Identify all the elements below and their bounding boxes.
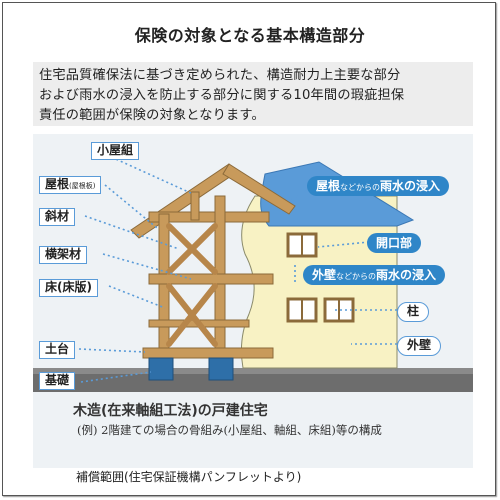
- label-text: 小屋組: [97, 143, 134, 157]
- source-note: 補償範囲(住宅保証機構パンフレットより): [76, 470, 302, 484]
- label-okakezai: 横架材: [39, 246, 88, 264]
- label-text: 屋根: [45, 177, 70, 191]
- label-text: 開口部: [376, 236, 413, 250]
- label-roof: 屋根(屋根板): [39, 176, 102, 194]
- label-text: 外壁: [312, 268, 337, 282]
- label-subtext: (屋根板): [69, 182, 96, 190]
- label-text: 外壁: [407, 338, 432, 352]
- label-koyagumi: 小屋組: [91, 142, 140, 160]
- label-text: 床(床版): [45, 280, 92, 294]
- page-title: 保険の対象となる基本構造部分: [134, 26, 366, 45]
- label-text: 雨水の浸入: [380, 179, 441, 193]
- figure-frame: [2, 2, 496, 496]
- label-text: 斜材: [45, 209, 70, 223]
- ground-top: [33, 368, 473, 374]
- house-illustration: [33, 150, 473, 392]
- label-dodai: 土台: [39, 341, 76, 359]
- house-diagram: 小屋組 屋根(屋根板) 斜材 横架材 床(床版) 土台 基礎 屋根などからの雨水…: [33, 134, 473, 468]
- description-line: 住宅品質確保法に基づき定められた、構造耐力上主要な部分: [39, 68, 401, 83]
- label-text: 基礎: [45, 373, 70, 387]
- label-outer-wall: 外壁: [397, 336, 442, 356]
- label-text: 屋根: [316, 179, 341, 193]
- label-subtext: などからの: [336, 272, 377, 281]
- label-text: 柱: [407, 304, 420, 318]
- label-text: 土台: [45, 342, 70, 356]
- description-line: および雨水の浸入を防止する部分に関する10年間の瑕疵担保: [39, 88, 405, 103]
- description-line: 責任の範囲が保険の対象となります。: [39, 108, 265, 123]
- braces: [166, 223, 218, 347]
- label-column: 柱: [397, 302, 430, 322]
- description-box: 住宅品質確保法に基づき定められた、構造耐力上主要な部分 および雨水の浸入を防止す…: [33, 62, 473, 126]
- label-kiso: 基礎: [39, 372, 76, 390]
- caption-subtitle: (例) 2階建ての場合の骨組み(小屋組、軸組、床組)等の構成: [77, 423, 382, 437]
- label-shazai: 斜材: [39, 208, 76, 226]
- label-text: 雨水の浸入: [376, 268, 437, 282]
- leader-lines: [78, 150, 397, 383]
- ground: [33, 372, 473, 392]
- label-subtext: などからの: [340, 183, 381, 192]
- caption-title: 木造(在来軸組工法)の戸建住宅: [73, 403, 268, 419]
- label-wall-water: 外壁などからの雨水の浸入: [303, 265, 446, 285]
- label-opening: 開口部: [367, 233, 422, 253]
- label-roof-water: 屋根などからの雨水の浸入: [307, 176, 450, 196]
- wood-frame: [130, 163, 296, 365]
- label-floor: 床(床版): [39, 279, 98, 297]
- foundation: [148, 357, 234, 381]
- label-text: 横架材: [45, 247, 82, 261]
